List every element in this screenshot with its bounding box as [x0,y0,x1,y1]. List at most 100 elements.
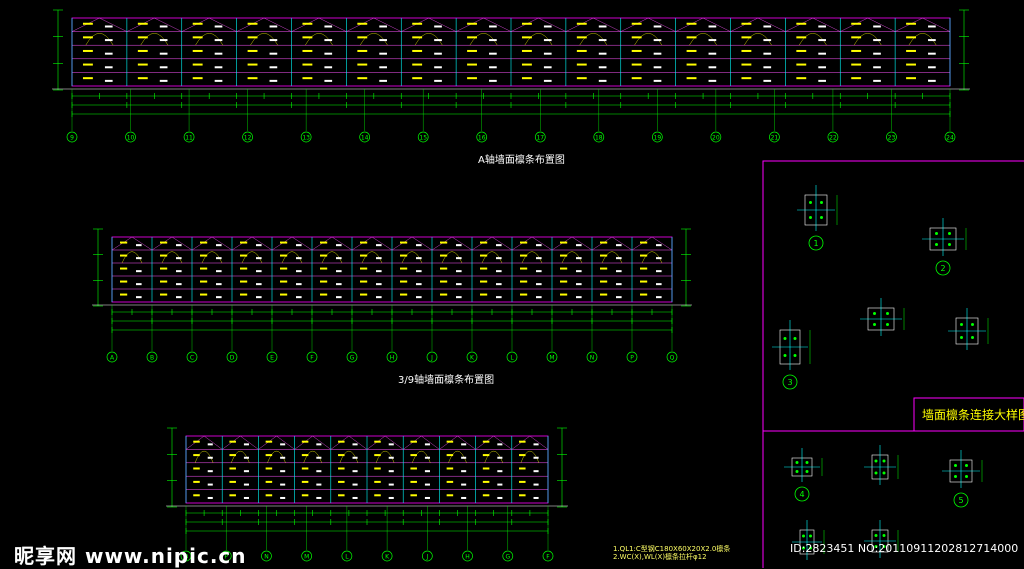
elevation-b-tag [640,254,648,257]
elevation-c-arc [231,450,250,463]
elevation-a-tag [379,79,387,82]
elevation-c-tag [374,440,381,443]
elevation-b-axis-label: H [390,355,395,362]
elevation-a-tag [489,25,497,28]
elevation-a-axis-label: 10 [127,135,135,142]
elevation-a-tag [818,39,826,42]
elevation-c-tag [193,454,200,457]
elevation-a-brace [373,17,402,32]
detail-frame [762,160,1024,568]
elevation-c-axis-label: M [304,554,309,561]
elevation-b-tag [456,296,462,299]
elevation-a-axis-bubble [476,131,488,143]
elevation-b-tag [496,283,502,286]
elevation-c-tag [338,454,345,457]
elevation-a-tag [598,66,607,69]
elevation-c-arc [412,450,431,463]
note-2: 2.WC(X),WL(X)檩条拉杆φ12 [613,553,707,561]
elevation-b-tag [256,296,262,299]
elevation-a-tag [928,25,936,28]
elevation-b-brace [531,236,553,251]
elevation-c-axis-bubble [261,550,272,562]
elevation-c-tag [482,480,490,483]
elevation-b-axis-label: G [350,355,355,362]
elevation-c-brace [529,435,549,450]
elevation-c-tag [388,443,394,446]
elevation-c-tag [482,467,490,470]
detail-bolt [874,459,878,463]
elevation-a-tag [192,36,203,39]
elevation-b-brace [251,236,273,251]
elevation-b-tag [576,283,582,286]
elevation-a-brace [154,17,182,32]
elevation-b-tag [136,244,142,247]
elevation-a-tag [543,79,552,82]
elevation-a-tag [873,66,881,69]
elevation-b-tag [296,283,302,286]
elevation-c-tag [316,443,322,446]
elevation-c-tag [374,494,381,497]
detail-bolt [882,471,886,475]
elevation-b-axis-bubble [186,351,198,363]
elevation-a-tag [379,25,387,28]
elevation-b-axis-label: L [510,355,514,362]
elevation-b-tag [480,241,488,244]
elevation-a-arc [524,33,553,46]
elevation-c-arc [375,450,395,463]
elevation-c-tag [424,443,430,446]
elevation-a-tag [576,49,587,52]
elevation-a-tag [796,49,807,52]
elevation-a-tag [928,79,936,82]
elevation-b-tag [120,280,128,283]
elevation-c-tag [352,483,358,486]
detail-bolt [783,354,787,357]
elevation-b-tag [656,244,662,247]
elevation-a-tag [818,52,826,55]
elevation-a-tag [928,52,936,55]
elevation-a-brace [757,17,786,32]
elevation-b-brace [211,236,233,251]
elevation-a-tag [434,25,442,28]
elevation-c-tag [265,480,273,483]
elevation-b-tag [256,244,262,247]
elevation-a-axis-bubble [769,131,780,143]
elevation-b-tag [120,241,128,244]
elevation-b-axis-bubble [386,351,398,363]
elevation-b-tag [176,296,182,299]
elevation-b-tag [296,296,302,299]
elevation-c-axis-label: F [546,554,550,561]
elevation-a-arc [85,33,114,46]
elevation-c-arc [484,450,503,463]
elevation-c-brace [511,435,531,450]
detail-bolt [882,534,886,537]
elevation-c-tag [229,440,236,443]
elevation-b-tag [576,296,582,299]
elevation-b-arc [321,251,343,264]
detail-marker [794,486,810,502]
elevation-c-tag [207,456,213,459]
detail-bolt [805,461,809,464]
elevation-b-tag [520,241,528,244]
elevation-a-axis-bubble [359,131,371,143]
elevation-a-tag [269,39,278,42]
elevation-b-arc [481,251,503,264]
elevation-a-tag [796,36,807,39]
elevation-a-axis-label: 20 [712,135,720,142]
elevation-b-tag [400,254,408,257]
elevation-b-tag [456,283,462,286]
drawing-notes: 1.QL1:C型钢C180X60X20X2.0檩条 2.WC(X),WL(X)檩… [613,545,730,561]
detail-bolt [805,470,809,473]
elevation-a-tag [708,25,717,28]
elevation-b-tag [216,283,222,286]
elevation-b-brace [331,236,353,251]
elevation-a-brace [867,17,896,32]
elevation-a-arc [798,33,827,46]
elevation-a-tag [214,79,223,82]
elevation-b-tag [296,244,302,247]
elevation-a-brace [593,17,621,32]
elevation-b-tag [400,293,408,296]
elevation-a-tag [357,22,368,25]
detail-marker-label: 3 [787,378,792,387]
elevation-a-tag [686,36,697,39]
elevation-a-axis-bubble [710,131,722,143]
